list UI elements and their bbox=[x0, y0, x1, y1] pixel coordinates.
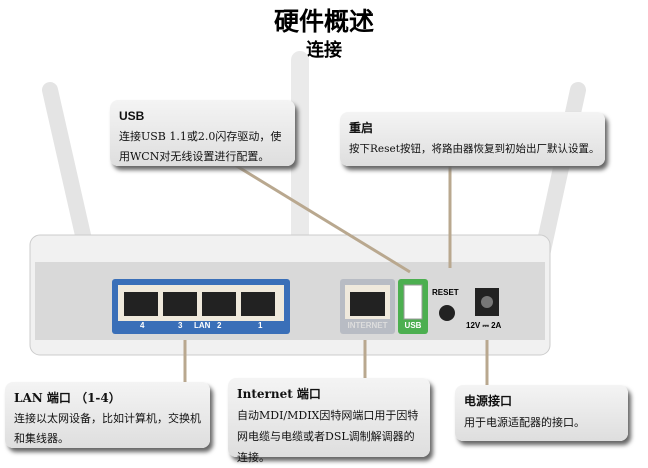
lan-callout-text: 连接以太网设备，比如计算机，交换机和集线器。 bbox=[14, 412, 201, 445]
lan-port-3-label: 3 bbox=[178, 321, 183, 330]
page-subtitle: 连接 bbox=[306, 40, 342, 61]
lan-label: LAN bbox=[194, 321, 211, 330]
usb-callout: USB 连接USB 1.1或2.0闪存驱动，使用WCN对无线设置进行配置。 bbox=[110, 100, 295, 166]
lan-port-1-label: 1 bbox=[258, 321, 263, 330]
lan-callout-heading: LAN 端口 （1-4） bbox=[14, 391, 121, 405]
usb-callout-heading: USB bbox=[119, 109, 145, 123]
reset-callout: 重启 按下Reset按钮，将路由器恢复到初始出厂默认设置。 bbox=[340, 112, 605, 166]
page-title: 硬件概述 bbox=[273, 7, 374, 36]
internet-callout: Internet 端口 自动MDI/MDIX因特网端口用于因特网电缆与电缆或者D… bbox=[228, 378, 430, 464]
internet-callout-heading: Internet 端口 bbox=[237, 387, 321, 401]
power-callout-heading: 电源接口 bbox=[464, 394, 513, 408]
lan-port-4-label: 4 bbox=[140, 321, 145, 330]
reset-callout-heading: 重启 bbox=[349, 121, 374, 135]
reset-label: RESET bbox=[432, 288, 459, 297]
lan-port-2-label: 2 bbox=[217, 321, 222, 330]
reset-button bbox=[439, 305, 455, 321]
usb-label: USB bbox=[404, 321, 422, 330]
power-label: 12V ⎓ 2A bbox=[466, 321, 502, 330]
internet-label: INTERNET bbox=[347, 321, 388, 330]
lan-callout: LAN 端口 （1-4） 连接以太网设备，比如计算机，交换机和集线器。 bbox=[5, 382, 210, 448]
reset-callout-text: 按下Reset按钮，将路由器恢复到初始出厂默认设置。 bbox=[349, 143, 600, 155]
router-illustration bbox=[29, 51, 586, 386]
power-callout: 电源接口 用于电源适配器的接口。 bbox=[455, 385, 628, 441]
usb-callout-text: 连接USB 1.1或2.0闪存驱动，使用WCN对无线设置进行配置。 bbox=[119, 130, 282, 163]
internet-callout-text: 自动MDI/MDIX因特网端口用于因特网电缆与电缆或者DSL调制解调器的连接。 bbox=[237, 409, 419, 464]
power-callout-text: 用于电源适配器的接口。 bbox=[464, 416, 585, 429]
